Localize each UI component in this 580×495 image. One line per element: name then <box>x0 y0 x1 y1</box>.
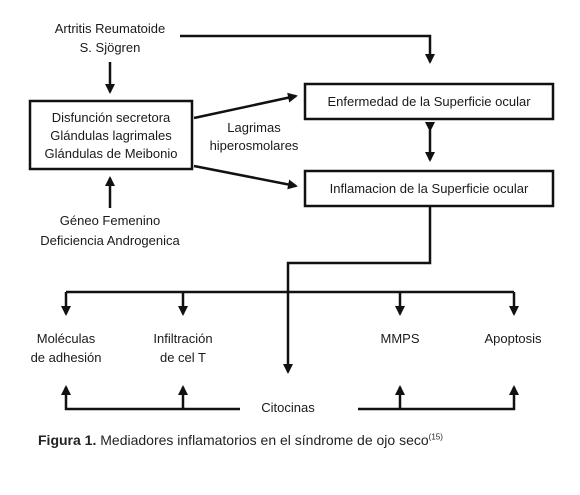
node-infiltracion-line1: Infiltración <box>153 331 212 346</box>
node-disfuncion-line2: Glándulas lagrimales <box>50 128 172 143</box>
node-enfermedad-label: Enfermedad de la Superficie ocular <box>327 94 531 109</box>
figure-caption: Figura 1. Mediadores inflamatorios en el… <box>38 432 443 448</box>
node-lagrimas-line2: hiperosmolares <box>210 138 299 153</box>
node-inflamacion-label: Inflamacion de la Superficie ocular <box>330 181 529 196</box>
node-moleculas-line2: de adhesión <box>31 350 102 365</box>
caption-reference: (15) <box>428 432 443 442</box>
node-mmps-label: MMPS <box>381 331 420 346</box>
node-disfuncion-line1: Disfunción secretora <box>52 110 171 125</box>
node-artritis-line2: S. Sjögren <box>80 40 141 55</box>
arrow-artritis-to-enfermedad <box>180 34 435 64</box>
node-apoptosis-label: Apoptosis <box>484 331 542 346</box>
node-artritis-line1: Artritis Reumatoide <box>55 21 166 36</box>
node-infiltracion-line2: de cel T <box>160 350 206 365</box>
caption-label: Figura 1. <box>38 432 97 448</box>
node-moleculas-line1: Moléculas <box>37 331 96 346</box>
node-enfermedad-box <box>303 82 555 121</box>
arrow-citocinas-to-moleculas <box>61 385 240 411</box>
arrow-inflamacion-to-citocinas <box>283 207 432 374</box>
caption-text: Mediadores inflamatorios en el síndrome … <box>96 432 429 448</box>
arrow-citocinas-to-apoptosis <box>358 385 519 411</box>
node-disfuncion-box <box>28 99 194 171</box>
node-lagrimas-line1: Lagrimas <box>227 120 281 135</box>
arrow-disfuncion-to-enfermedad <box>193 92 298 120</box>
arrow-disfuncion-to-inflamacion <box>193 164 298 190</box>
node-disfuncion-line3: Glándulas de Meibonio <box>45 146 178 161</box>
node-genero-line2: Deficiencia Androgenica <box>40 233 180 248</box>
node-citocinas-label: Citocinas <box>261 400 315 415</box>
node-inflamacion-box <box>303 169 555 208</box>
node-genero-line1: Géneo Femenino <box>60 213 160 228</box>
diagram-canvas: Artritis Reumatoide S. Sjögren Disfunció… <box>28 21 555 415</box>
